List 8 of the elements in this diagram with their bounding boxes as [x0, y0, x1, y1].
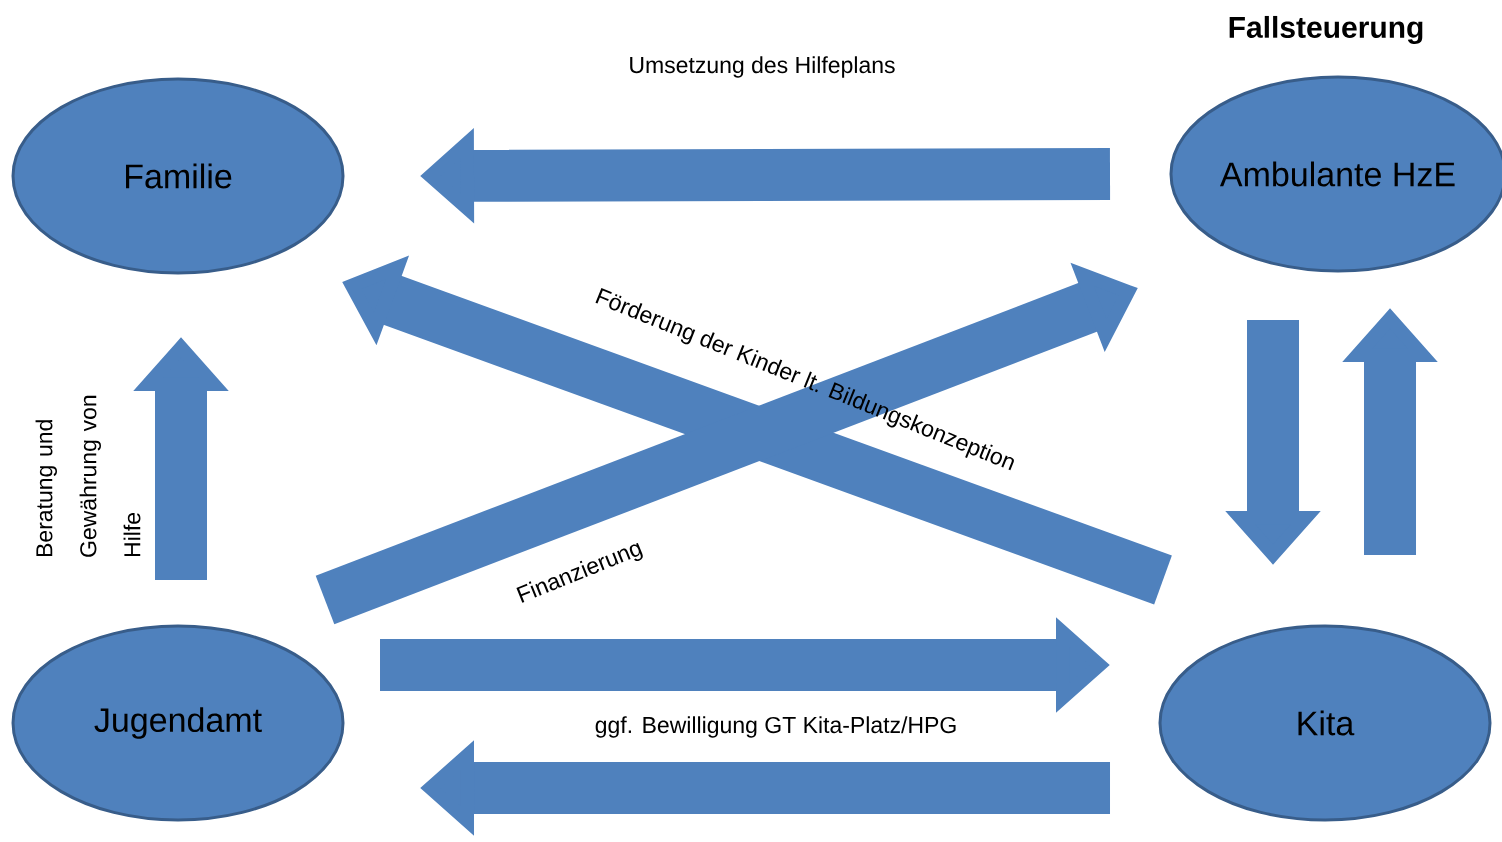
ellipse-node: Ambulante HzE [1169, 75, 1502, 273]
ellipse-node: Jugendamt [11, 624, 345, 822]
ellipse-node: Kita [1158, 624, 1492, 822]
title: Fallsteuerung [1229, 15, 1423, 45]
edge-label: ggf. Bewilligung GT Kita-Platz/HPG [595, 716, 956, 738]
edge-label: Umsetzung des Hilfeplans [630, 56, 895, 78]
ellipse-node: Familie [11, 77, 345, 275]
edge-label: Beratung und Gewährung von Hilfe [35, 395, 141, 557]
